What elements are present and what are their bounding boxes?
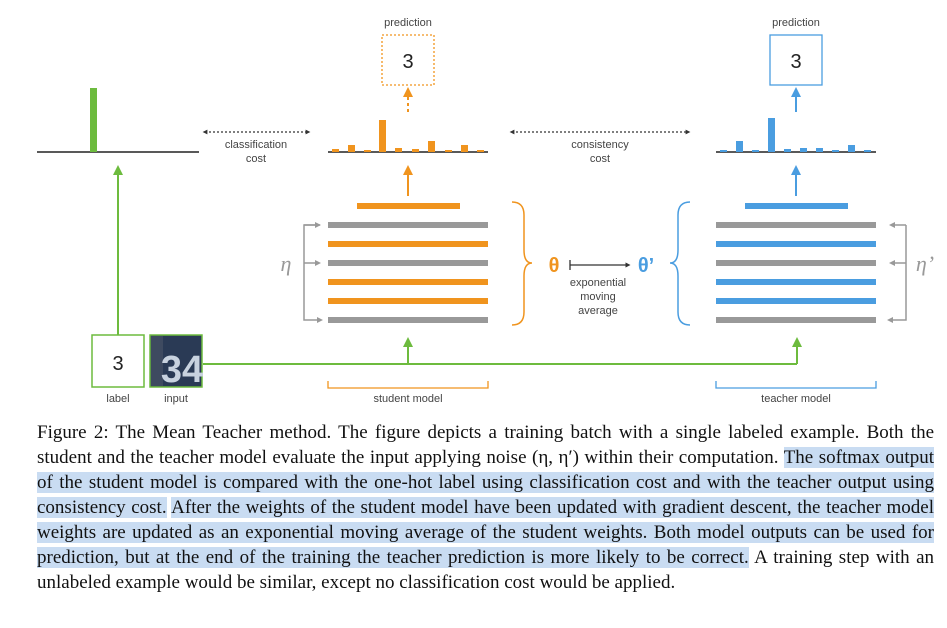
one-hot-bar	[90, 88, 97, 152]
teacher-noise-bracket	[887, 222, 907, 323]
student-prediction-title: prediction	[384, 17, 432, 29]
classification-cost-label-1: classification	[225, 139, 287, 151]
teacher-prediction-value: 3	[790, 51, 801, 73]
student-prediction-box	[381, 34, 435, 86]
ema-label-3: average	[578, 305, 618, 317]
input-image: 34	[149, 334, 203, 391]
mean-teacher-diagram: classification cost prediction 3 consist…	[37, 17, 934, 405]
student-prediction-value: 3	[402, 51, 413, 73]
teacher-model-caption: teacher model	[761, 393, 831, 405]
input-routing-arrows	[113, 165, 802, 365]
label-caption: label	[106, 393, 129, 405]
student-noise-symbol: η	[281, 251, 292, 276]
student-weights-brace	[511, 201, 533, 326]
teacher-prediction-box	[769, 34, 823, 86]
consistency-cost-label-1: consistency	[571, 139, 629, 151]
one-hot-label-histogram	[37, 88, 199, 153]
classification-cost-label-2: cost	[246, 153, 266, 165]
student-weights-theta: θ	[549, 255, 560, 277]
input-caption: input	[164, 393, 188, 405]
student-model-bracket	[327, 381, 489, 389]
student-noise-bracket	[303, 222, 323, 323]
teacher-noise-symbol: η’	[916, 251, 934, 276]
student-model-layers	[328, 203, 488, 323]
student-output-histogram	[328, 120, 488, 153]
teacher-model-bracket	[715, 381, 877, 389]
teacher-output-histogram	[716, 118, 876, 153]
caption-outro: A training step with an unlabeled exampl…	[37, 547, 934, 593]
ema-label-2: moving	[580, 291, 615, 303]
student-model-caption: student model	[373, 393, 442, 405]
caption-intro: Figure 2: The Mean Teacher method. The f…	[37, 422, 934, 468]
consistency-cost-label-2: cost	[590, 153, 610, 165]
teacher-prediction-title: prediction	[772, 17, 820, 29]
input-digits: 34	[161, 349, 203, 391]
ema-label-1: exponential	[570, 277, 626, 289]
teacher-model-layers	[716, 203, 876, 323]
teacher-weights-brace	[669, 201, 691, 326]
figure-caption: Figure 2: The Mean Teacher method. The f…	[37, 420, 934, 595]
label-value: 3	[112, 353, 123, 375]
teacher-weights-theta: θ’	[638, 255, 654, 277]
label-box	[91, 334, 145, 388]
